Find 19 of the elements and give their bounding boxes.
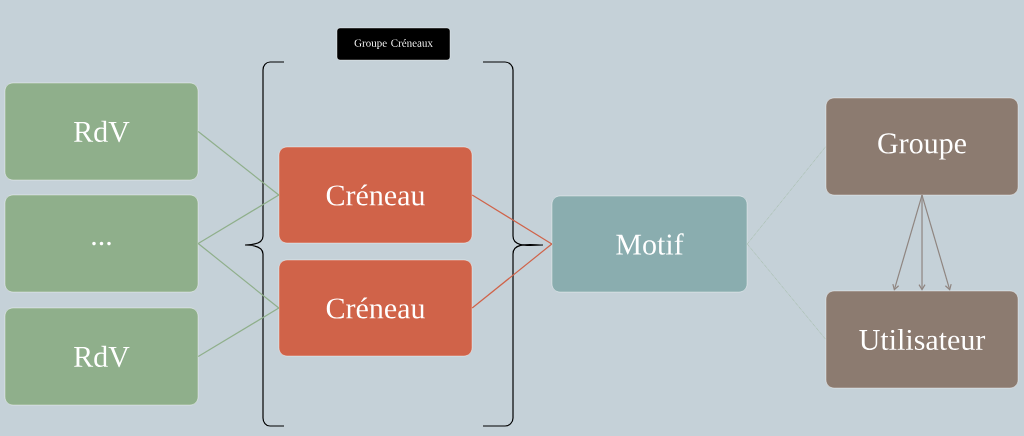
connector-line — [471, 194, 553, 245]
process-box: RdV — [4, 82, 199, 181]
connector-line — [197, 242, 280, 309]
process-box: Groupe — [825, 97, 1019, 196]
process-box: Motif — [551, 195, 748, 293]
arrow — [921, 194, 952, 291]
process-box: Créneau — [278, 146, 473, 244]
group-label: Groupe Créneaux — [336, 27, 451, 61]
arrow — [918, 194, 926, 291]
process-box: Utilisateur — [825, 290, 1019, 389]
connector-line — [197, 307, 280, 358]
connector-line — [746, 243, 827, 340]
connector-line — [197, 130, 280, 196]
connector-line — [471, 243, 553, 309]
connector-line — [197, 194, 280, 245]
process-box: Créneau — [278, 259, 473, 357]
process-box: RdV — [4, 307, 199, 406]
process-box: ... — [4, 194, 199, 293]
connector-line — [746, 146, 827, 245]
